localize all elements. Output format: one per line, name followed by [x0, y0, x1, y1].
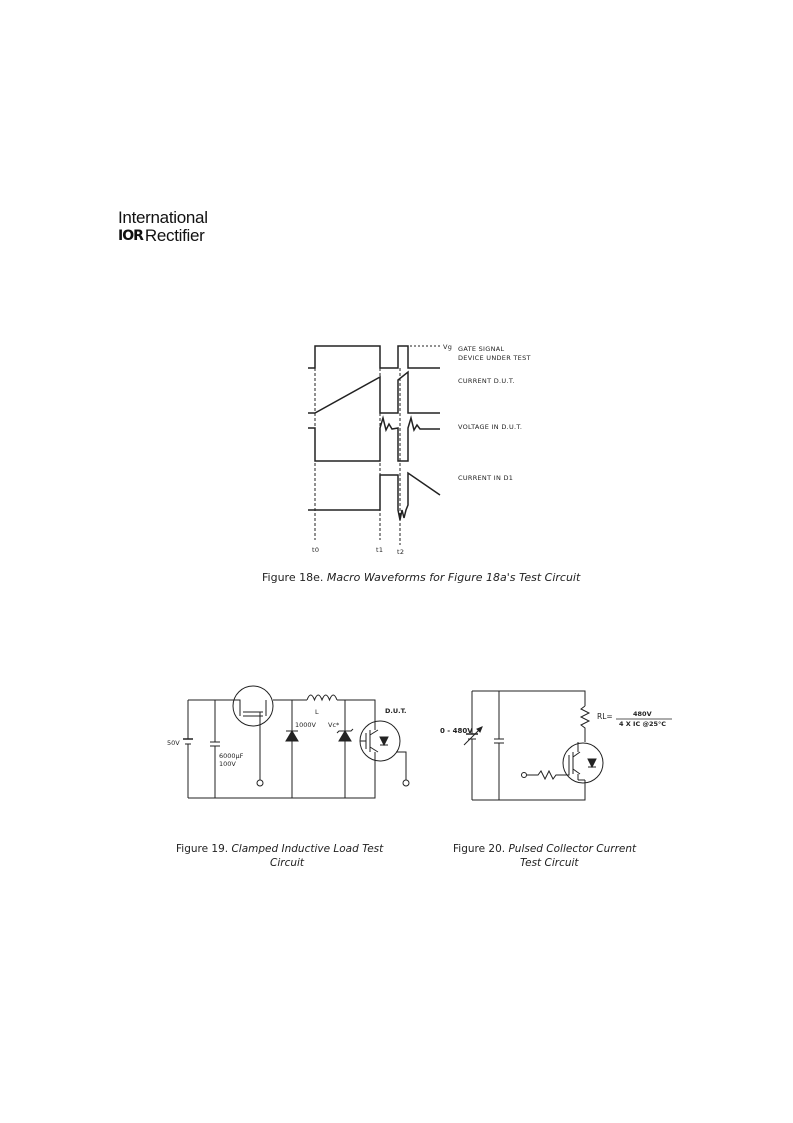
diode-voltage-label: 1000V: [295, 721, 316, 729]
figure-20-caption-line1: Pulsed Collector Current: [508, 843, 637, 855]
supply-voltage-label: 0 - 480V: [440, 727, 473, 735]
company-logo: International IOR Rectifier: [118, 209, 218, 245]
current-d1-waveform: [308, 471, 441, 521]
figure-19-caption-label: Figure 19.: [176, 843, 229, 855]
rl-label: RL=: [597, 712, 613, 721]
rl-denominator: 4 X IC @25°C: [619, 720, 667, 728]
figure-18e-caption-text: Macro Waveforms for Figure 18a's Test Ci…: [326, 571, 581, 584]
v50-label: 50V: [167, 739, 180, 747]
vg-label: Vg: [443, 343, 453, 351]
ior-logo-mark: IOR: [118, 228, 144, 244]
gate-signal-waveform: [308, 345, 440, 369]
logo-line-international: International: [118, 208, 208, 227]
current-d1-label: CURRENT IN D1: [458, 474, 514, 482]
figure-20-caption-line2-text: Test Circuit: [520, 857, 579, 869]
capacitor-value-label: 6000µF: [219, 752, 244, 760]
figure-19-caption: Figure 19. Clamped Inductive Load Test: [176, 843, 383, 855]
t1-label: t1: [376, 546, 384, 554]
voltage-dut-label: VOLTAGE IN D.U.T.: [458, 423, 523, 431]
figure-18e-caption: Figure 18e. Macro Waveforms for Figure 1…: [262, 571, 580, 584]
capacitor-voltage-label: 100V: [219, 760, 236, 768]
logo-line-rectifier-row: IOR Rectifier: [118, 227, 218, 245]
figure-20-caption: Figure 20. Pulsed Collector Current: [453, 843, 636, 855]
figure-19-caption-line1: Clamped Inductive Load Test: [231, 843, 384, 855]
figure-19-caption-line2: Circuit: [270, 857, 304, 869]
figure-18e-caption-label: Figure 18e.: [262, 571, 324, 584]
gate-signal-label: GATE SIGNAL: [458, 345, 505, 353]
logo-line-rectifier: Rectifier: [144, 226, 205, 245]
t0-label: t0: [312, 546, 320, 554]
figure-19-circuit: [183, 685, 410, 799]
t2-label: t2: [397, 548, 405, 556]
figure-19-caption-line2-text: Circuit: [270, 857, 305, 869]
current-dut-waveform: [308, 370, 440, 414]
device-under-test-label: DEVICE UNDER TEST: [458, 354, 531, 362]
figure-20-caption-line2: Test Circuit: [520, 857, 579, 869]
vc-label: Vc*: [328, 721, 340, 729]
voltage-dut-waveform: [308, 415, 440, 462]
figure-20-caption-label: Figure 20.: [453, 843, 506, 855]
dut-label: D.U.T.: [385, 707, 407, 715]
rl-numerator: 480V: [633, 710, 652, 718]
inductor-label: L: [315, 708, 319, 716]
current-dut-label: CURRENT D.U.T.: [458, 377, 515, 385]
figure-20-circuit: [463, 690, 672, 801]
